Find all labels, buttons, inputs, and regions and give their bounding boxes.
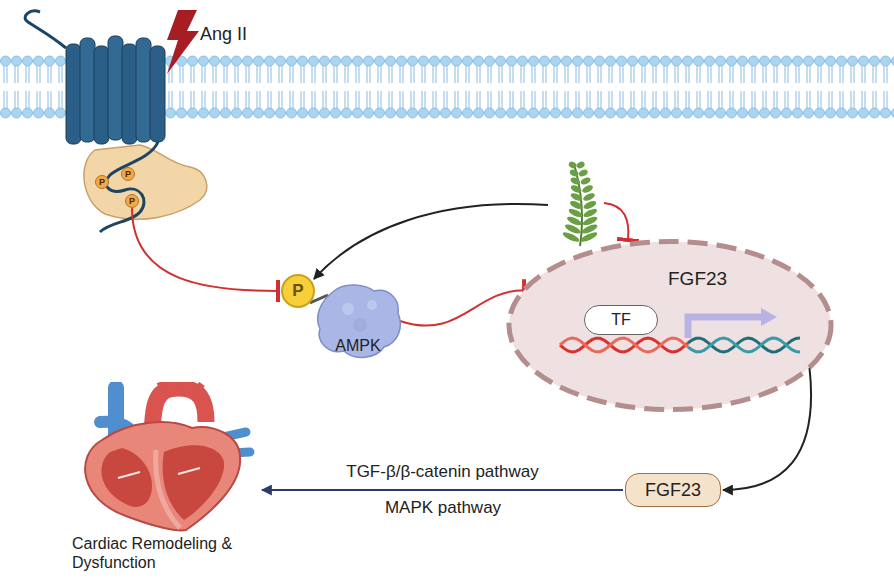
phosphate-circle: P bbox=[125, 194, 139, 208]
inhibition-connector bbox=[132, 208, 278, 291]
activation-line bbox=[314, 204, 548, 279]
phospho-circle: P bbox=[281, 274, 315, 308]
tf-label: TF bbox=[611, 311, 631, 329]
shape-outline bbox=[505, 238, 835, 413]
phospho-label: P bbox=[292, 281, 303, 301]
phosphate-circle: P bbox=[95, 175, 109, 189]
connector bbox=[262, 489, 623, 491]
phosphate-label: P bbox=[99, 177, 105, 187]
gene-label: FGF23 bbox=[668, 268, 727, 290]
shape-outline bbox=[60, 382, 260, 532]
fgf23-box: FGF23 bbox=[625, 473, 721, 507]
transcription-factor: TF bbox=[584, 305, 658, 335]
outcome-label: Cardiac Remodeling & Dysfunction bbox=[72, 534, 254, 572]
inhibition-line bbox=[604, 203, 628, 240]
phosphate-label: P bbox=[125, 169, 131, 179]
lightning-bolt bbox=[167, 10, 199, 74]
heart-illustration: Cardiac Remodeling & Dysfunction bbox=[60, 382, 260, 574]
ligand-label: Ang II bbox=[200, 24, 247, 45]
phosphate-label: P bbox=[129, 196, 135, 206]
ampk-protein: AMPK bbox=[314, 281, 402, 361]
pathway-label: MAPK pathway bbox=[385, 498, 501, 518]
plant-icon bbox=[562, 161, 599, 246]
nucleus: FGF23TF bbox=[505, 238, 835, 413]
phosphate-circle: P bbox=[121, 167, 135, 181]
pathway-label: TGF-β/β-catenin pathway bbox=[346, 462, 538, 482]
protein-label: FGF23 bbox=[645, 480, 701, 501]
inhibition-connector bbox=[400, 290, 524, 325]
protein-label: AMPK bbox=[335, 337, 380, 355]
